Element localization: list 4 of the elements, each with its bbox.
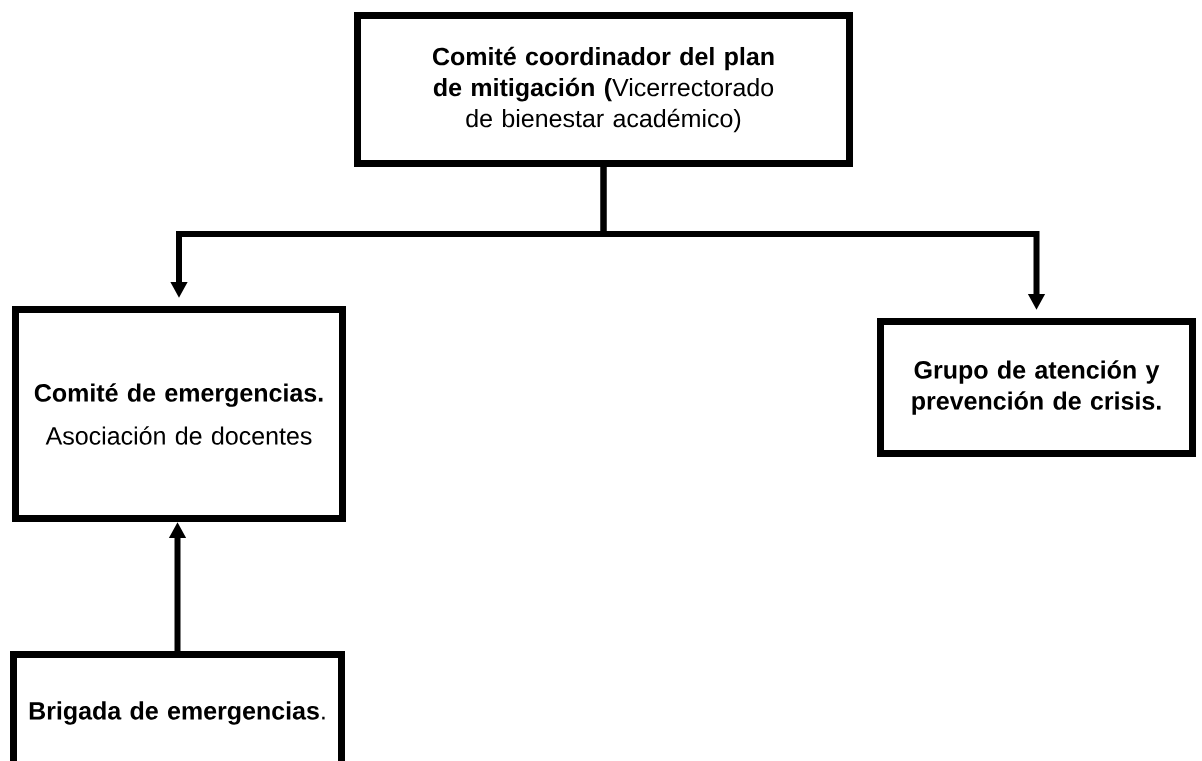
org-box: Comité de emergencias. Asociación de docentes <box>12 306 346 522</box>
org-box: Grupo de atención y prevención de crisis. <box>877 318 1196 457</box>
org-box: Comité coordinador del plan de mitigación (Vicerrectorado de bienestar académico) <box>354 12 853 167</box>
org-box: Brigada de emergencias. <box>10 651 345 761</box>
